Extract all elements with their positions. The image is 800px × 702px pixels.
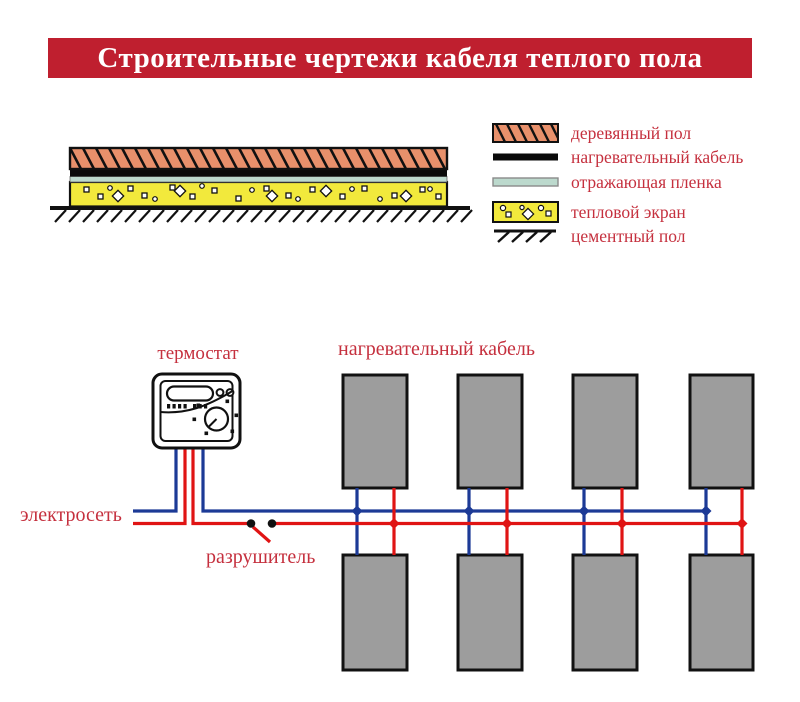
thermostat-display	[165, 385, 215, 402]
junction-dots-red	[388, 518, 748, 529]
legend-item-cement-floor: цементный пол	[492, 224, 685, 248]
junction-dots-blue	[351, 505, 712, 517]
junction-dot	[736, 518, 748, 529]
power-wire-red	[133, 448, 744, 555]
thermostat-led	[215, 388, 225, 397]
legend-label: отражающая пленка	[571, 171, 722, 192]
junction-dot	[388, 518, 400, 529]
heating-mat	[688, 553, 755, 672]
heating-mats-top	[341, 373, 755, 490]
power-wire-blue	[133, 448, 708, 555]
heating-mat	[688, 373, 755, 490]
floor-cross-section	[50, 146, 473, 223]
power-grid-label: электросеть	[20, 504, 122, 526]
legend-label: нагревательный кабель	[571, 146, 744, 167]
legend-label: цементный пол	[571, 225, 686, 246]
cement-ground	[50, 206, 473, 223]
junction-dot	[578, 505, 590, 517]
heating-mat	[571, 373, 639, 490]
legend-item-thermal-screen: тепловой экран	[492, 200, 686, 224]
breaker-switch	[246, 519, 277, 544]
heating-mat	[571, 553, 639, 672]
heating-circuit-schematic	[133, 372, 755, 672]
heating-cable-layer	[70, 169, 447, 177]
junction-dot	[351, 505, 363, 517]
legend-item-reflective-film: отражающая пленка	[492, 170, 722, 194]
wooden-floor-swatch-icon	[492, 123, 559, 143]
heating-mat	[456, 373, 524, 490]
junction-dot	[501, 518, 513, 529]
heating-mat	[456, 553, 524, 672]
heating-cable-swatch-icon	[493, 153, 558, 161]
junction-dot	[616, 518, 628, 529]
legend-item-heating-cable: нагревательный кабель	[492, 145, 743, 169]
wooden-floor-layer	[68, 146, 449, 171]
junction-dot	[463, 505, 475, 517]
title-banner: Строительные чертежи кабеля теплого пола	[48, 38, 752, 78]
legend: деревянный пол нагревательный кабель отр…	[492, 119, 782, 254]
thermostat-label: термостат	[157, 343, 239, 364]
heating-cable-label: нагревательный кабель	[338, 338, 535, 360]
breaker-label: разрушитель	[206, 546, 316, 568]
cement-floor-swatch-icon	[494, 229, 556, 243]
legend-item-wooden-floor: деревянный пол	[492, 121, 691, 145]
heating-mat	[341, 553, 409, 672]
thermostat-dial-ticks	[192, 399, 239, 436]
reflective-film-swatch-icon	[492, 177, 559, 187]
page-title: Строительные чертежи кабеля теплого пола	[97, 41, 703, 74]
legend-label: деревянный пол	[571, 122, 692, 143]
thermal-screen-swatch-icon	[492, 201, 559, 223]
thermal-screen-layer	[68, 180, 449, 208]
reflective-film-layer	[69, 176, 448, 183]
thermostat-device	[151, 372, 242, 450]
junction-dot	[700, 505, 712, 517]
heating-mat	[341, 373, 409, 490]
heating-mats-bottom	[341, 553, 755, 672]
legend-label: тепловой экран	[571, 201, 686, 222]
